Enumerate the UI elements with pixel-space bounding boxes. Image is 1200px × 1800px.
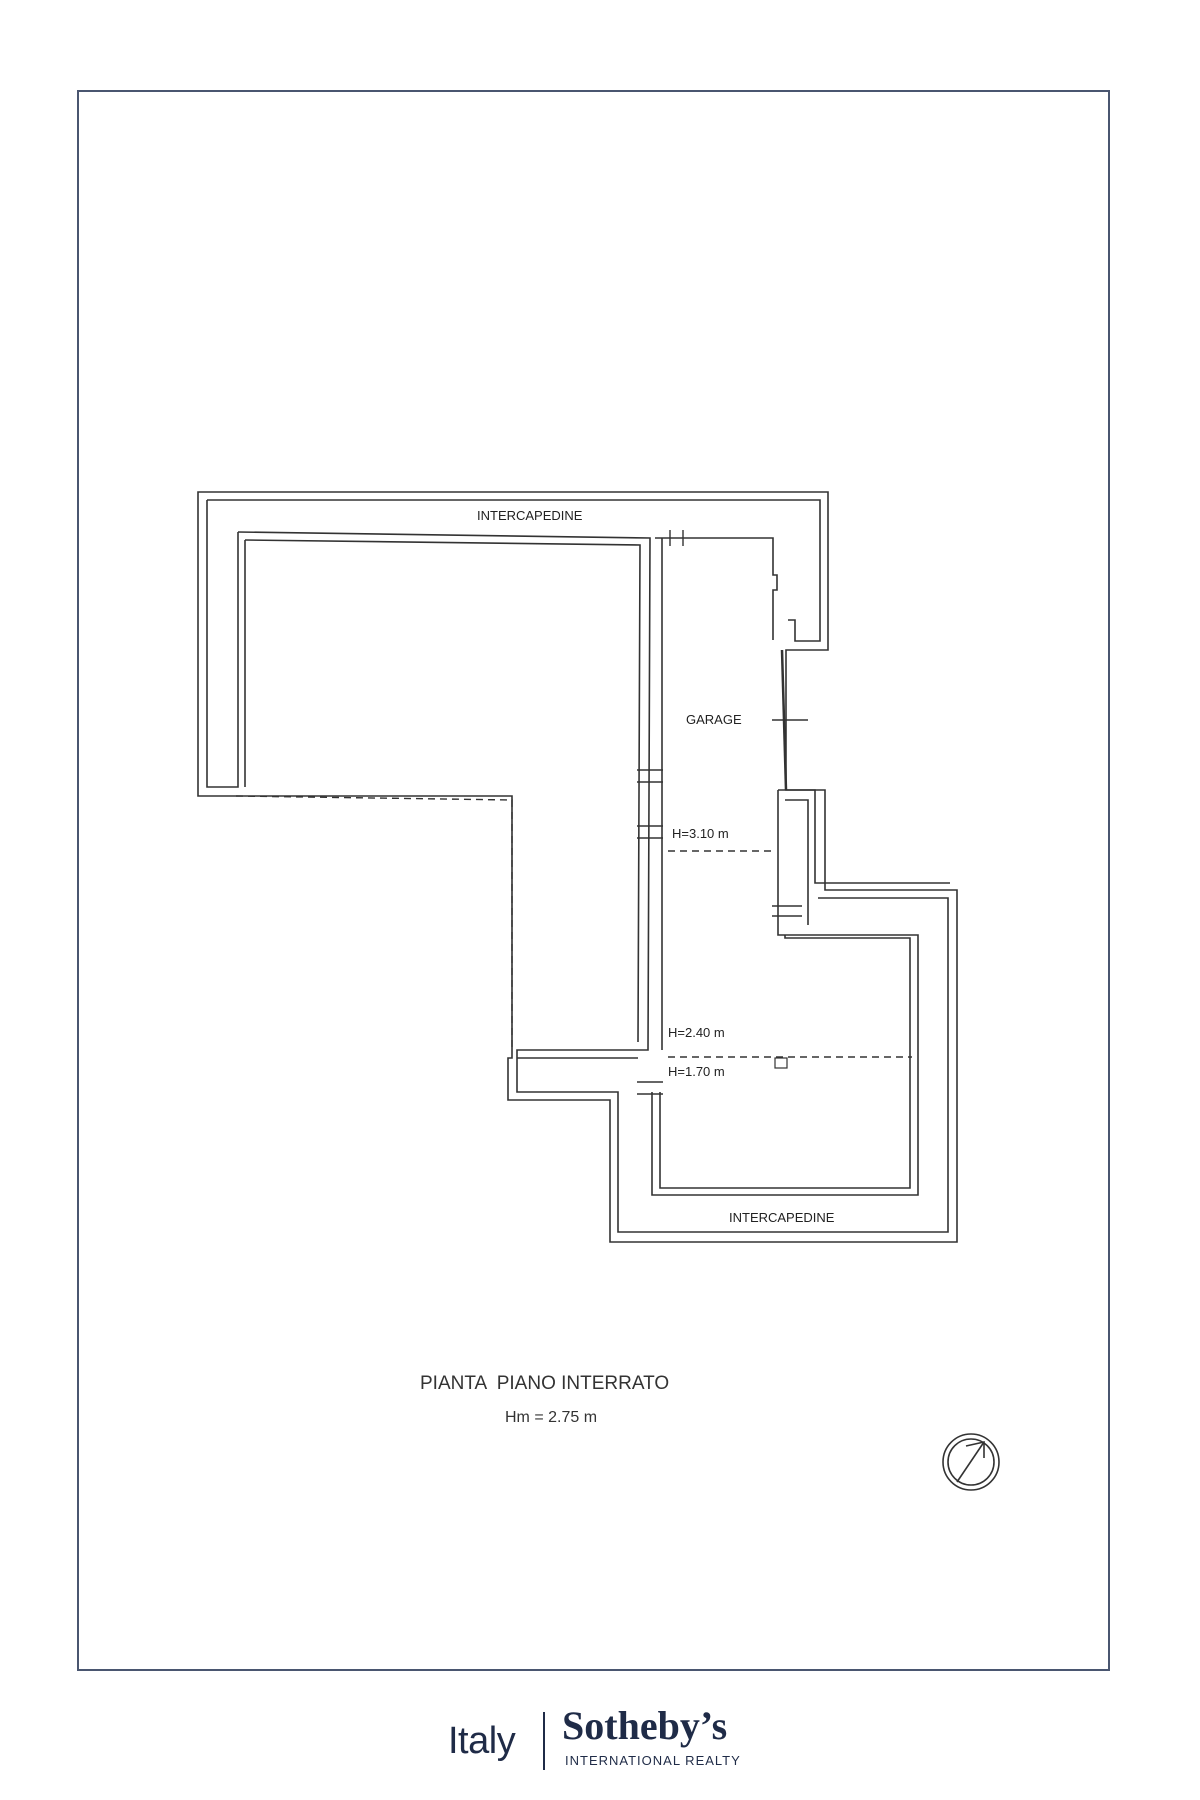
garage-step xyxy=(778,789,950,884)
label-h240: H=2.40 m xyxy=(668,1025,725,1040)
brand-name: Sotheby’s xyxy=(562,1703,728,1748)
lower-room-inner xyxy=(659,935,911,1189)
plan-subtitle: Hm = 2.75 m xyxy=(505,1409,597,1426)
brand-divider xyxy=(543,1712,545,1770)
garage-step-inner xyxy=(785,799,809,925)
plan-title: PIANTA PIANO INTERRATO xyxy=(420,1373,669,1394)
brand-footer: Italy Sotheby’s INTERNATIONAL REALTY xyxy=(0,1690,1200,1770)
brand-tagline: INTERNATIONAL REALTY xyxy=(565,1753,741,1768)
label-intercapedine-bottom: INTERCAPEDINE xyxy=(729,1210,835,1225)
small-fixture xyxy=(774,1057,788,1069)
intercapedine-top-inner-left xyxy=(206,500,230,788)
outer-wall xyxy=(197,491,958,1243)
page-frame xyxy=(77,90,1110,1671)
label-garage: GARAGE xyxy=(686,712,742,727)
label-intercapedine-top: INTERCAPEDINE xyxy=(477,508,583,523)
brand-region: Italy xyxy=(448,1720,516,1762)
garage-top xyxy=(655,537,778,640)
intercapedine-top-inner xyxy=(207,499,821,642)
dashed-boundary xyxy=(235,795,513,1050)
label-h310: H=3.10 m xyxy=(672,826,729,841)
main-room-wall xyxy=(237,531,949,1233)
lower-room xyxy=(651,790,919,1196)
north-arrow-icon xyxy=(942,1433,1000,1491)
main-room-wall-left xyxy=(230,532,239,788)
main-room-wall-2 xyxy=(244,539,641,1043)
label-h170: H=1.70 m xyxy=(668,1064,725,1079)
